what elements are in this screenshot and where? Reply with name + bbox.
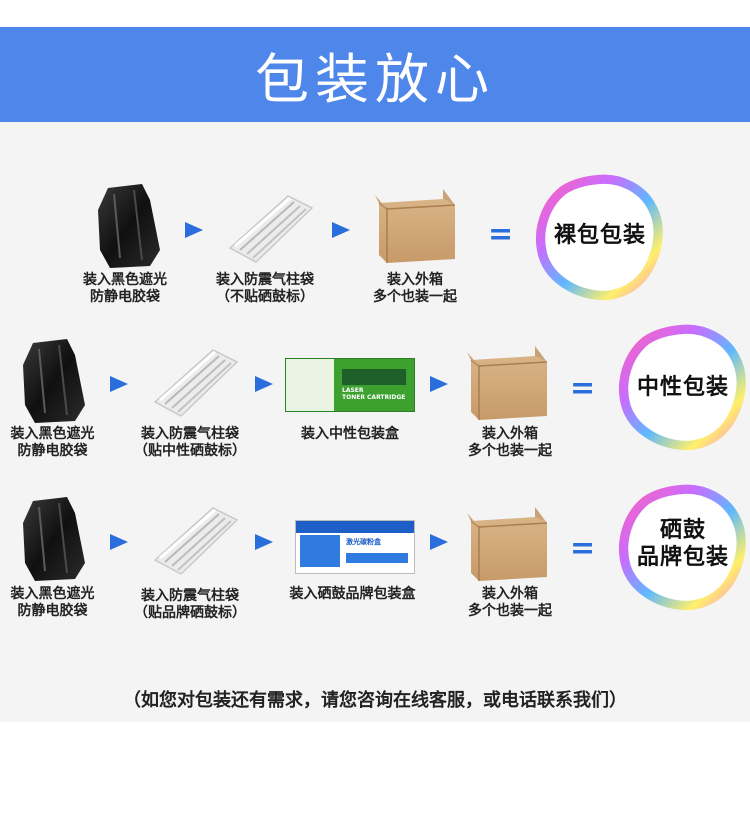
step-caption: 装入中性包装盒 — [301, 426, 399, 442]
arrow-icon — [185, 222, 203, 238]
arrow-icon — [255, 534, 273, 550]
black-antistatic-bag-image — [15, 335, 95, 425]
step-caption: 装入防震气柱袋（贴品牌硒鼓标） — [134, 588, 246, 621]
arrow-icon — [110, 534, 128, 550]
arrow-icon — [430, 534, 448, 550]
step-caption: 装入黑色遮光防静电胶袋 — [83, 272, 167, 305]
arrow-icon — [255, 376, 273, 392]
step-caption: 装入防震气柱袋（贴中性硒鼓标） — [134, 426, 246, 459]
air-column-bag-image — [140, 500, 250, 580]
result-badge-label: 硒鼓品牌包装 — [636, 518, 729, 570]
step-caption: 装入外箱多个也装一起 — [468, 426, 552, 459]
step-caption: 装入硒鼓品牌包装盒 — [289, 586, 416, 602]
cardboard-box-image — [465, 503, 555, 583]
equals-sign: = — [570, 531, 596, 566]
air-column-bag-image — [215, 188, 325, 268]
air-column-bag-image — [140, 342, 250, 422]
black-antistatic-bag-image — [90, 180, 170, 270]
equals-sign: = — [570, 371, 596, 406]
step-caption: 装入黑色遮光防静电胶袋 — [10, 586, 95, 619]
step-caption: 装入外箱多个也装一起 — [373, 272, 457, 305]
step-caption: 装入外箱多个也装一起 — [468, 586, 552, 619]
arrow-icon — [110, 376, 128, 392]
page-bottom-spacer — [0, 722, 750, 828]
arrow-icon — [430, 376, 448, 392]
step-caption: 装入黑色遮光防静电胶袋 — [10, 426, 95, 459]
box-label: 激光碳粉盒 — [346, 538, 381, 546]
cardboard-box-image — [465, 342, 555, 422]
result-badge-label: 裸包包装 — [553, 223, 646, 248]
cardboard-box-image — [373, 185, 463, 265]
brand-product-box-image: 激光碳粉盒 — [295, 520, 415, 574]
step-caption: 装入防震气柱袋（不贴硒鼓标） — [216, 272, 314, 305]
page-title: 包装放心 — [255, 48, 495, 111]
contact-note: （如您对包装还有需求，请您咨询在线客服，或电话联系我们） — [123, 690, 627, 711]
header-banner: 包装放心 — [0, 27, 750, 122]
black-antistatic-bag-image — [15, 493, 95, 583]
arrow-icon — [332, 222, 350, 238]
equals-sign: = — [488, 217, 514, 252]
result-badge-label: 中性包装 — [636, 375, 729, 400]
